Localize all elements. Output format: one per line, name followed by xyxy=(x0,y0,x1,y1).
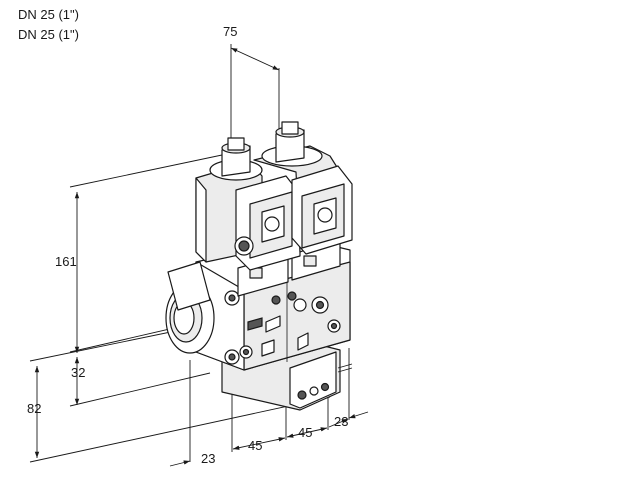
dimension-label-outlet-height: 32 xyxy=(71,365,85,380)
dimension-label-pitch-2: 45 xyxy=(298,425,312,440)
dimension-label-base-height: 82 xyxy=(27,401,41,416)
dimension-label-pitch-1: 45 xyxy=(248,438,262,453)
size-label-2: DN 25 (1") xyxy=(18,27,79,42)
size-label-1: DN 25 (1") xyxy=(18,7,79,22)
dimension-label-height-total: 161 xyxy=(55,254,77,269)
dimension-label-offset-left: 23 xyxy=(201,451,215,466)
dimension-label-offset-right: 23 xyxy=(334,414,348,429)
valve-illustration xyxy=(165,121,353,411)
dimension-label-top-spacing: 75 xyxy=(223,24,237,39)
